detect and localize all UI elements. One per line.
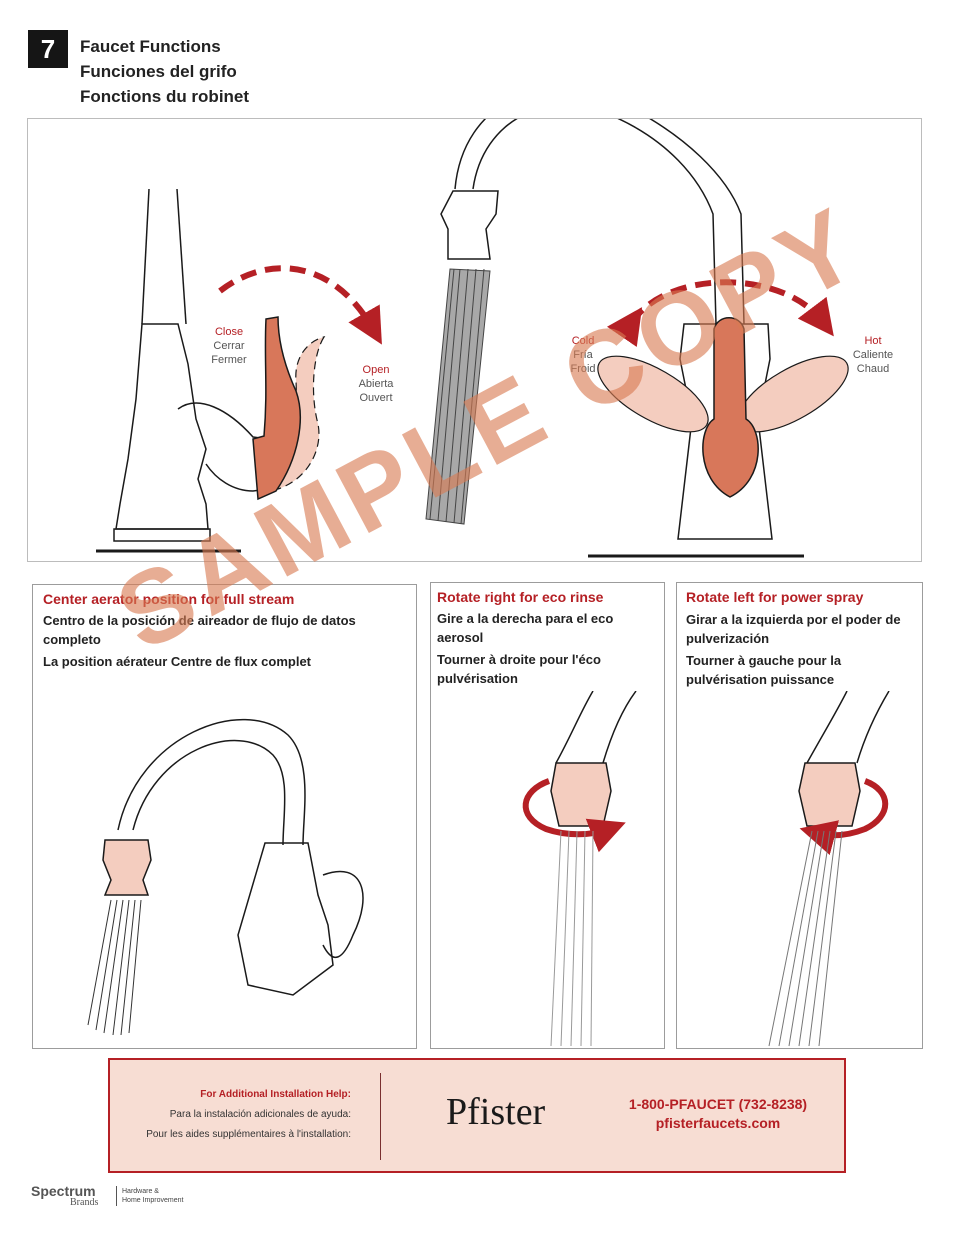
panel-text-french: Tourner à gauche pour la pulvérisation p…: [686, 653, 842, 687]
side-faucet-illustration: [96, 188, 269, 553]
spray-stream-illustration: [425, 268, 491, 525]
handle-close-position: [252, 316, 301, 501]
title-french: Fonctions du robinet: [80, 87, 250, 106]
handle-cold-position: [597, 355, 709, 433]
faucet-illustration: [96, 87, 849, 558]
rotate-arrow-icon: [522, 778, 626, 853]
installation-help-box: For Additional Installation Help: Para l…: [108, 1058, 846, 1173]
phone-number: 1-800-PFAUCET (732-8238): [628, 1096, 808, 1112]
pfister-logo: Pfister: [446, 1091, 546, 1133]
cold-label: Cold Fría Froid: [570, 335, 596, 375]
faucet-illustration: [87, 718, 364, 1036]
faucet-illustration: [522, 691, 637, 1047]
help-spanish: Para la instalación adicionales de ayuda…: [169, 1109, 351, 1120]
spectrum-logo: Spectrum: [31, 1183, 96, 1199]
aerator: [102, 839, 152, 896]
aerator: [550, 762, 612, 827]
main-figure: Close Cerrar Fermer Open Abierta Ouvert …: [27, 87, 922, 562]
hot-label: Hot Caliente Chaud: [852, 335, 894, 375]
help-french: Pour les aides supplémentaires à l'insta…: [146, 1129, 351, 1140]
close-label: Close Cerrar Fermer: [211, 326, 247, 366]
open-label: Open Abierta Ouvert: [358, 364, 394, 404]
aerator: [798, 762, 861, 827]
front-faucet-illustration: [440, 87, 804, 558]
step-number-badge: 7: [28, 30, 68, 68]
panel-title: Center aerator position for full stream: [43, 591, 295, 607]
panel-title: Rotate right for eco rinse: [437, 589, 604, 605]
faucet-illustration: [768, 691, 890, 1047]
panel-title: Rotate left for power spray: [686, 589, 864, 605]
rotate-arrow-icon: [799, 778, 889, 856]
panel-text-spanish: Centro de la posición de aireador de flu…: [43, 613, 356, 647]
title-english: Faucet Functions: [80, 37, 221, 56]
panel-text-french: Tourner à droite pour l'éco pulvérisatio…: [437, 652, 601, 686]
panel-power-spray: Rotate left for power spray Girar a la i…: [676, 582, 923, 1049]
panel-text-spanish: Gire a la derecha para el eco aerosol: [437, 611, 614, 645]
panel-text-french: La position aérateur Centre de flux comp…: [43, 654, 311, 669]
logo-divider: [116, 1186, 117, 1206]
title-spanish: Funciones del grifo: [80, 62, 237, 81]
help-english: For Additional Installation Help:: [200, 1089, 351, 1100]
spectrum-brands-text: Brands: [70, 1197, 99, 1208]
panel-text-spanish: Girar a la izquierda por el poder de pul…: [686, 612, 901, 646]
website-link[interactable]: pfisterfaucets.com: [655, 1115, 781, 1131]
spray-stream-illustration: [87, 899, 142, 1036]
double-arrow-icon: [606, 279, 834, 348]
spectrum-division: Hardware & Home Improvement: [122, 1188, 184, 1204]
help-divider: [380, 1073, 381, 1160]
open-close-arrow: [218, 265, 382, 345]
panel-eco-rinse: Rotate right for eco rinse Gire a la der…: [430, 582, 665, 1049]
panel-full-stream: Center aerator position for full stream …: [32, 584, 417, 1049]
